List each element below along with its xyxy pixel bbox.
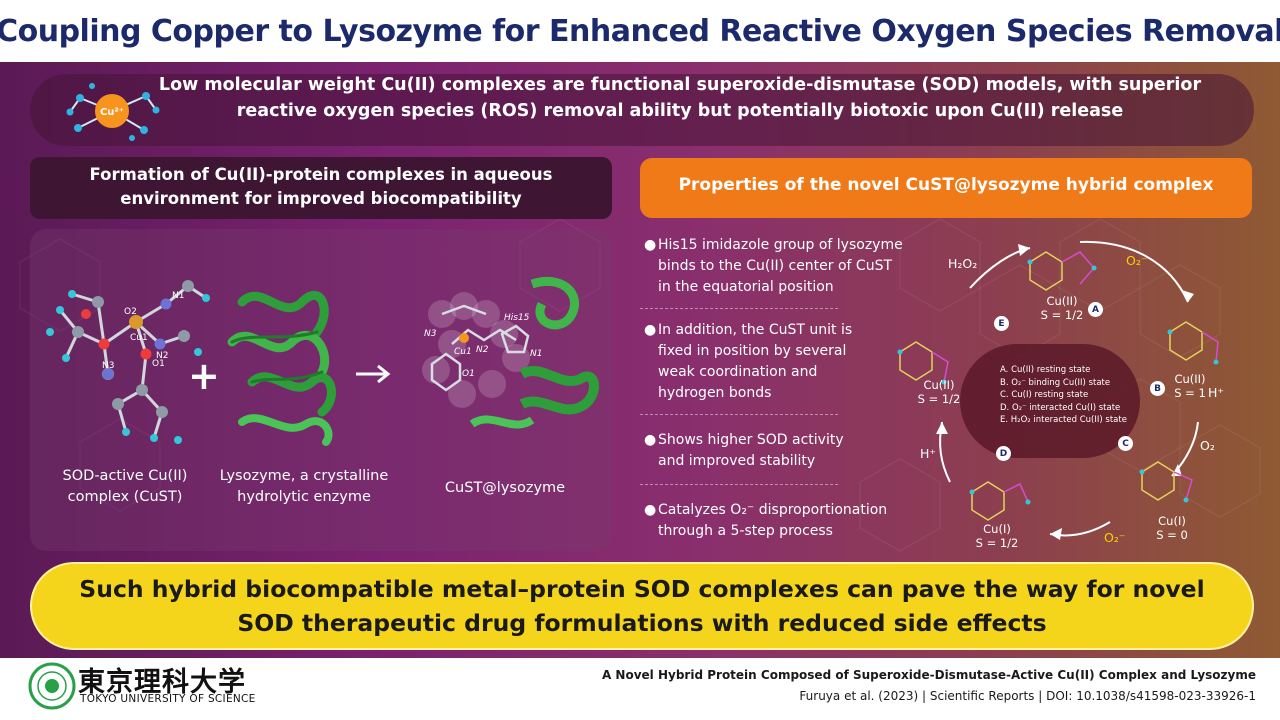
species-o2: O₂ xyxy=(1200,438,1215,453)
hybrid-label-o1: O1 xyxy=(462,369,475,379)
page-title: Coupling Copper to Lysozyme for Enhanced… xyxy=(0,13,1280,49)
right-arrow-icon xyxy=(356,364,391,384)
hybrid-label-cu1: Cu1 xyxy=(454,347,472,357)
lysozyme-ribbon-structure xyxy=(227,291,336,446)
cycle-legend: A. Cu(II) resting state B. O₂⁻ binding C… xyxy=(960,344,1140,458)
catalytic-cycle-diagram xyxy=(897,240,1219,540)
species-h-plus-right: H⁺ xyxy=(1208,385,1224,400)
legend-item-c: C. Cu(I) resting state xyxy=(1000,390,1089,401)
bullet-dot-icon: ● xyxy=(644,237,657,253)
label-n2: N2 xyxy=(156,351,168,361)
caption-cust: SOD-active Cu(II) complex (CuST) xyxy=(62,468,188,505)
caption-cust-lysozyme: CuST@lysozyme xyxy=(444,480,566,496)
infographic-main-panel: Cu²⁺ Low molecular weight Cu(II) complex… xyxy=(0,62,1280,658)
state-c-marker: C xyxy=(1118,436,1133,451)
state-a-label: Cu(II) S = 1/2 xyxy=(1040,294,1084,322)
state-c-label: Cu(I) S = 0 xyxy=(1156,514,1188,542)
species-h2o2: H₂O₂ xyxy=(948,256,978,271)
species-h-plus-left: H⁺ xyxy=(920,446,936,461)
intro-text: Low molecular weight Cu(II) complexes ar… xyxy=(150,72,1210,124)
label-o1: O1 xyxy=(152,359,165,369)
copper-complex-icon: Cu²⁺ xyxy=(66,83,160,141)
university-seal-logo xyxy=(28,662,76,710)
bullet-1: ● His15 imidazole group of lysozyme bind… xyxy=(644,237,903,295)
cust-lysozyme-hybrid-structure: N3 Cu1 N2 O1 N1 His15 xyxy=(422,276,599,429)
bullet-2: ● In addition, the CuST unit is fixed in… xyxy=(644,322,853,401)
conclusion-banner: Such hybrid biocompatible metal–protein … xyxy=(30,562,1254,650)
cycle-arrow-a-b xyxy=(1079,240,1189,303)
state-a-marker: A xyxy=(1088,302,1103,317)
label-o2: O2 xyxy=(124,307,137,317)
bullet-dot-icon: ● xyxy=(644,432,657,448)
hybrid-label-his15: His15 xyxy=(504,313,530,323)
bullet-separator xyxy=(640,308,838,309)
intro-line-1: Low molecular weight Cu(II) complexes ar… xyxy=(158,75,1202,95)
left-section-heading: Formation of Cu(II)-protein complexes in… xyxy=(30,157,612,219)
label-n3: N3 xyxy=(102,361,114,371)
banner-line-2: SOD therapeutic drug formulations with r… xyxy=(237,609,1047,637)
hybrid-label-n1: N1 xyxy=(530,349,542,359)
cycle-arrow-b-c xyxy=(1171,421,1199,477)
left-molecule-panel xyxy=(30,229,612,551)
bullet-3: ● Shows higher SOD activity and improved… xyxy=(644,432,844,469)
paper-title: A Novel Hybrid Protein Composed of Super… xyxy=(601,668,1256,682)
paper-citation: Furuya et al. (2023) | Scientific Report… xyxy=(799,689,1256,703)
legend-item-d: D. O₂⁻ interacted Cu(I) state xyxy=(1000,402,1121,413)
bullet-dot-icon: ● xyxy=(644,502,657,518)
legend-item-e: E. H₂O₂ interacted Cu(II) state xyxy=(1000,415,1127,426)
hybrid-label-n2: N2 xyxy=(476,345,489,355)
label-cu1: Cu1 xyxy=(130,333,148,343)
state-b-label: Cu(II) S = 1 xyxy=(1174,372,1206,400)
right-section-heading: Properties of the novel CuST@lysozyme hy… xyxy=(640,158,1252,218)
state-d-marker: D xyxy=(996,446,1011,461)
bullet-dot-icon: ● xyxy=(644,322,657,338)
cust-molecule-structure: O2 Cu1 N1 N2 N3 O1 xyxy=(46,280,210,444)
legend-item-a: A. Cu(II) resting state xyxy=(1000,365,1091,375)
bullet-separator xyxy=(640,484,838,485)
cu2-icon-label: Cu²⁺ xyxy=(100,107,124,118)
footer xyxy=(0,658,1280,720)
species-o2-minus-top: O₂⁻ xyxy=(1126,253,1148,268)
bullet-4: ● Catalyzes O₂⁻ disproportionation throu… xyxy=(644,502,888,539)
intro-statement-pill xyxy=(30,74,1254,146)
left-heading-line-1: Formation of Cu(II)-protein complexes in… xyxy=(89,165,553,184)
state-e-label: Cu(II) S = 1/2 xyxy=(917,378,961,406)
legend-item-b: B. O₂⁻ binding Cu(II) state xyxy=(1000,377,1111,388)
species-o2-minus-bottom: O₂⁻ xyxy=(1104,530,1126,545)
intro-line-2: reactive oxygen species (ROS) removal ab… xyxy=(236,101,1124,121)
state-d-label: Cu(I) S = 1/2 xyxy=(975,522,1019,550)
plus-sign: + xyxy=(188,354,220,398)
university-name-english: TOKYO UNIVERSITY OF SCIENCE xyxy=(80,693,256,705)
right-heading-text: Properties of the novel CuST@lysozyme hy… xyxy=(678,175,1214,195)
caption-lysozyme: Lysozyme, a crystalline hydrolytic enzym… xyxy=(219,468,389,505)
bullet-separator xyxy=(640,414,838,415)
left-heading-line-2: environment for improved biocompatibilit… xyxy=(120,189,522,208)
state-b-marker: B xyxy=(1150,381,1165,396)
hexagon-background-pattern xyxy=(19,218,1261,552)
university-name-japanese: 東京理科大学 xyxy=(78,667,246,698)
label-n1: N1 xyxy=(172,291,184,301)
hybrid-label-n3: N3 xyxy=(424,329,437,339)
banner-line-1: Such hybrid biocompatible metal–protein … xyxy=(79,575,1205,603)
state-e-marker: E xyxy=(994,316,1009,331)
